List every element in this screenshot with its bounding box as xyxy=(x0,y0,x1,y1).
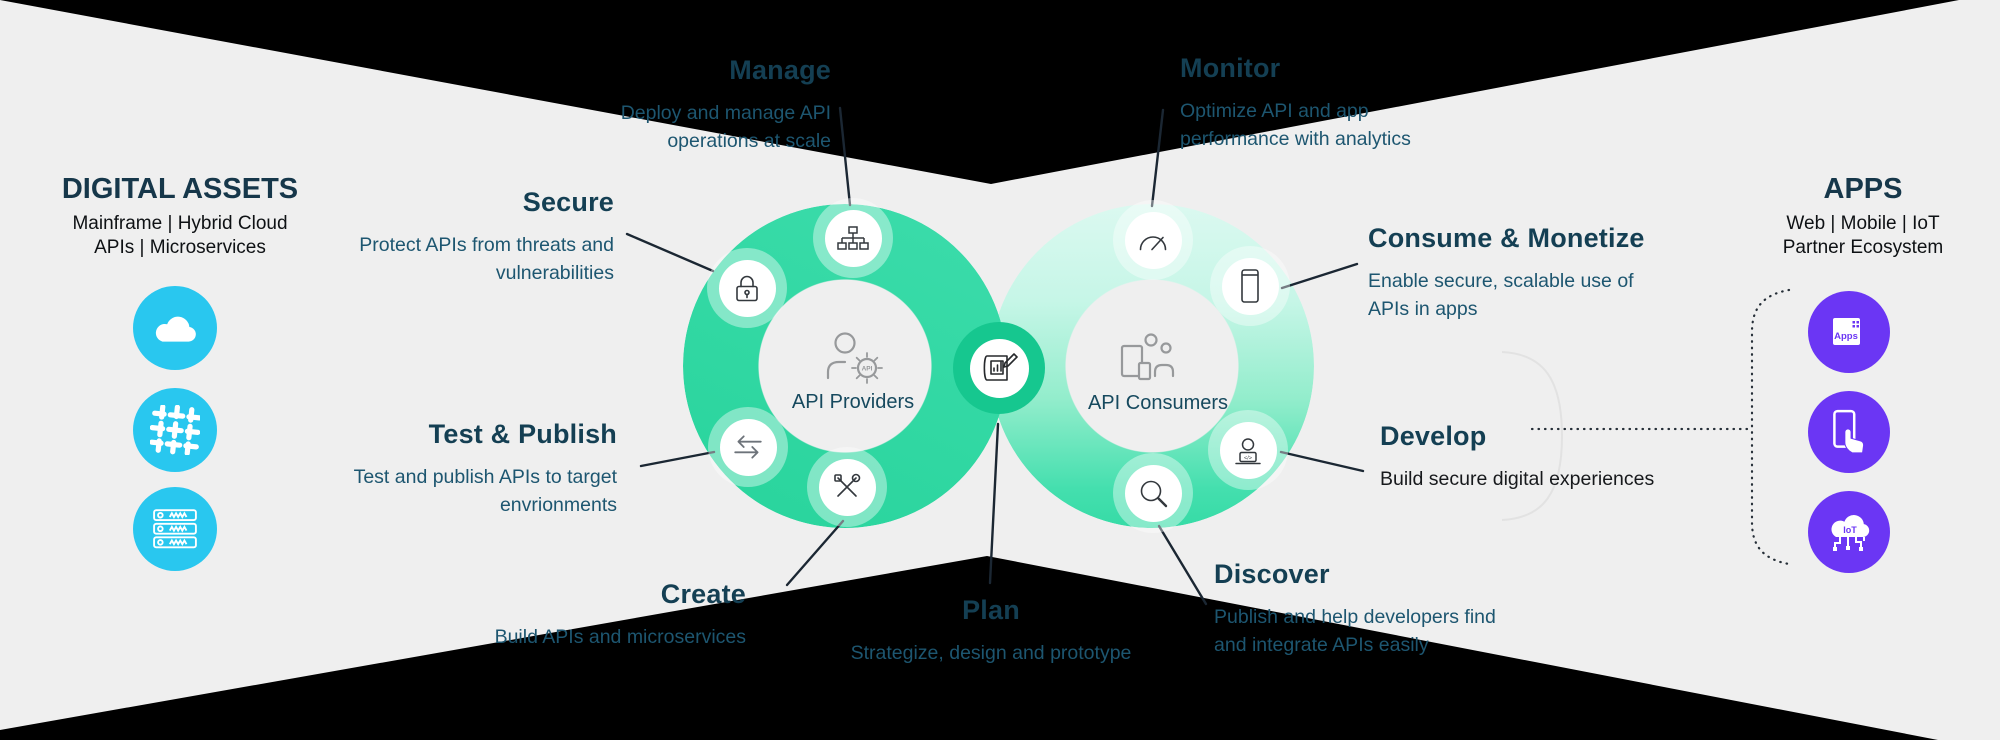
server-stack-icon xyxy=(153,509,197,549)
bottom-fold-wedge xyxy=(0,556,1938,740)
apps-mobile-circle xyxy=(1808,391,1890,473)
apps-icon-label: Apps xyxy=(1834,331,1858,342)
test-publish-node xyxy=(708,407,788,487)
api-providers-label: API Providers xyxy=(791,391,915,413)
monitor-node xyxy=(1113,200,1193,280)
stage-monitor-desc: Optimize API and app performance with an… xyxy=(1180,100,1411,150)
stage-manage-title: Manage xyxy=(729,55,831,85)
plan-node xyxy=(953,322,1045,414)
discover-callout-line xyxy=(1157,524,1208,606)
manage-callout-line xyxy=(838,106,852,207)
stage-develop: Develop Build secure digital experiences xyxy=(1380,420,1710,494)
digital-asset-servers xyxy=(133,487,217,571)
create-callout-line xyxy=(785,519,845,587)
discover-node xyxy=(1113,453,1193,533)
magnifier-icon xyxy=(1140,480,1168,508)
manage-node xyxy=(813,198,893,278)
blueprint-icon xyxy=(983,353,1018,381)
apps-subtitle: Web | Mobile | IoT Partner Ecosystem xyxy=(1782,213,1944,258)
consume-callout-line xyxy=(1280,262,1359,290)
digital-asset-cloud xyxy=(133,286,217,370)
stage-discover: Discover Publish and help developers fin… xyxy=(1214,558,1554,659)
stage-consume-title: Consume & Monetize xyxy=(1368,223,1645,253)
stage-manage-desc: Deploy and manage API operations at scal… xyxy=(620,102,831,152)
stage-test-publish-desc: Test and publish APIs to target envrionm… xyxy=(353,466,617,516)
stage-plan-desc: Strategize, design and prototype xyxy=(850,642,1132,664)
stage-discover-desc: Publish and help developers find and int… xyxy=(1214,606,1496,656)
plan-callout-line xyxy=(988,422,1000,585)
gear-api-label: API xyxy=(862,366,873,373)
apps-iot-circle: IoT xyxy=(1808,491,1890,573)
iot-icon-label: IoT xyxy=(1843,525,1857,535)
lock-icon xyxy=(736,275,758,302)
develop-node: </> xyxy=(1208,410,1288,490)
stage-create-title: Create xyxy=(660,579,746,609)
api-consumers-label: API Consumers xyxy=(1087,392,1229,414)
digital-asset-mainframe xyxy=(133,388,217,472)
stage-consume-desc: Enable secure, scalable use of APIs in a… xyxy=(1368,270,1634,320)
digital-assets-title: DIGITAL ASSETS xyxy=(61,173,299,205)
stage-discover-title: Discover xyxy=(1214,559,1330,589)
stage-plan: Plan Strategize, design and prototype xyxy=(841,594,1141,668)
api-providers-icon: API xyxy=(826,332,883,384)
apps-web-circle: Apps xyxy=(1808,291,1890,373)
swap-arrows-icon xyxy=(734,435,762,459)
laptop-code-label: </> xyxy=(1244,455,1252,461)
develop-callout-line xyxy=(1279,450,1365,473)
apps-panel: APPS Web | Mobile | IoT Partner Ecosyste… xyxy=(1713,172,2000,260)
stage-secure-desc: Protect APIs from threats and vulnerabil… xyxy=(359,234,614,284)
stage-monitor-title: Monitor xyxy=(1180,53,1281,83)
apps-title: APPS xyxy=(1823,173,1903,205)
monitor-callout-line xyxy=(1150,108,1165,208)
stage-develop-title: Develop xyxy=(1380,421,1487,451)
stage-develop-desc: Build secure digital experiences xyxy=(1380,468,1655,490)
apps-dotted-bracket xyxy=(1750,288,1791,566)
mobile-phone-icon xyxy=(1241,269,1259,303)
sitemap-icon xyxy=(837,226,869,250)
secure-node xyxy=(707,248,787,328)
stage-secure: Secure Protect APIs from threats and vul… xyxy=(334,186,614,287)
tools-icon xyxy=(834,473,861,497)
digital-assets-panel: DIGITAL ASSETS Mainframe | Hybrid Cloud … xyxy=(30,172,330,260)
stage-consume-monetize: Consume & Monetize Enable secure, scalab… xyxy=(1368,222,1698,323)
developer-icon: </> xyxy=(1235,437,1261,464)
stage-secure-title: Secure xyxy=(522,187,614,217)
stage-create-desc: Build APIs and microservices xyxy=(494,626,746,648)
develop-highlight-bracket xyxy=(1501,351,1564,521)
stage-test-publish-title: Test & Publish xyxy=(428,419,617,449)
stage-plan-title: Plan xyxy=(962,595,1020,625)
mesh-weave-icon xyxy=(150,405,200,455)
secure-callout-line xyxy=(625,232,715,273)
gauge-icon xyxy=(1139,235,1167,250)
stage-monitor: Monitor Optimize API and app performance… xyxy=(1180,52,1490,153)
apps-window-icon: Apps xyxy=(1833,318,1860,345)
stage-test-publish: Test & Publish Test and publish APIs to … xyxy=(337,418,617,519)
digital-assets-subtitle: Mainframe | Hybrid Cloud APIs | Microser… xyxy=(72,213,288,258)
consume-node xyxy=(1210,246,1290,326)
plan-node-circle xyxy=(969,338,1029,398)
api-consumers-icon xyxy=(1120,333,1175,381)
mobile-touch-icon xyxy=(1833,409,1865,454)
top-fold-wedge xyxy=(0,0,1959,184)
test-publish-callout-line xyxy=(639,450,716,468)
iot-cloud-icon: IoT xyxy=(1831,514,1870,551)
cloud-icon xyxy=(155,316,196,342)
stage-manage: Manage Deploy and manage API operations … xyxy=(555,54,831,155)
create-node xyxy=(807,447,887,527)
stage-create: Create Build APIs and microservices xyxy=(466,578,746,652)
